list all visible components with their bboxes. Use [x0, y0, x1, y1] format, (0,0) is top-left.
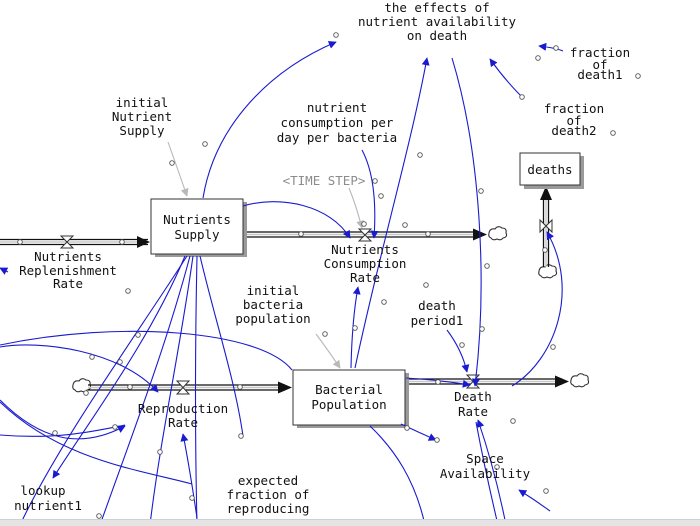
var-label-line: death2 [551, 123, 596, 138]
var-label-line: fraction [544, 101, 604, 116]
var-nutrients-replenishment-rate[interactable]: Nutrients Replenishment Rate [19, 249, 117, 291]
var-label-line: bacteria [243, 297, 303, 312]
var-label-line: on death [407, 28, 467, 43]
var-label-line: nutrient availability [358, 14, 517, 29]
var-fraction-of-death1[interactable]: fraction of death1 [570, 45, 630, 82]
var-death-rate[interactable]: Death Rate [454, 389, 492, 419]
var-label-line: fraction [570, 45, 630, 60]
var-initial-bacteria-population[interactable]: initial bacteria population [235, 283, 310, 326]
stock-label-line: Bacterial [315, 382, 383, 397]
var-label-line: reproducing [227, 501, 310, 516]
var-label-line: day per bacteria [277, 130, 397, 145]
var-label-line: period1 [411, 313, 464, 328]
var-initial-nutrient-supply[interactable]: initial Nutrient Supply [112, 95, 172, 138]
var-label-line: Replenishment [19, 263, 117, 278]
var-label-line: initial [116, 95, 169, 110]
death-pipe [406, 375, 569, 388]
var-effects-nutrient-availability[interactable]: the effects of nutrient availability on … [358, 0, 517, 43]
var-label-line: nutrient1 [14, 498, 82, 513]
var-label-line: of [592, 57, 607, 72]
var-label-line: <TIME STEP> [283, 173, 366, 188]
var-time-step-shadow[interactable]: <TIME STEP> [283, 173, 366, 188]
var-label-line: Rate [350, 270, 380, 285]
var-fraction-of-death2[interactable]: fraction of death2 [544, 101, 604, 138]
stock-label-line: Population [311, 397, 386, 412]
var-label-line: Rate [458, 404, 488, 419]
stock-label-line: Nutrients [163, 212, 231, 227]
connector-dots [17, 32, 641, 519]
var-label-line: consumption per [281, 115, 394, 130]
sink-cloud-death [570, 373, 590, 388]
var-death-period1[interactable]: death period1 [411, 298, 464, 328]
var-label-line: Supply [119, 123, 165, 138]
stock-nutrients-supply[interactable]: Nutrients Supply [150, 198, 247, 257]
var-label-line: lookup [20, 483, 65, 498]
reproduction-pipe [88, 381, 292, 394]
var-label-line: nutrient [307, 100, 367, 115]
var-label-line: of [566, 113, 581, 128]
var-expected-fraction-reproducing[interactable]: expected fraction of reproducing [227, 473, 310, 516]
var-nutrients-consumption-rate[interactable]: Nutrients Consumption Rate [324, 242, 407, 285]
sink-cloud-consumption [488, 226, 508, 241]
stock-label-line: deaths [527, 162, 572, 177]
var-nutrient-consumption-per-day[interactable]: nutrient consumption per day per bacteri… [277, 100, 397, 145]
var-reproduction-rate[interactable]: Reproduction Rate [138, 401, 228, 430]
horizontal-scrollbar[interactable] [0, 519, 700, 526]
var-label-line: the effects of [384, 0, 489, 15]
var-label-line: Reproduction [138, 401, 228, 416]
var-lookup-nutrient1[interactable]: lookup nutrient1 [14, 483, 82, 513]
var-label-line: Availability [440, 466, 531, 481]
valve-reproduction[interactable] [175, 380, 191, 395]
valve-deaths[interactable] [539, 218, 553, 234]
nutrients-replenishment-pipe [0, 236, 150, 248]
causal-links [0, 41, 564, 525]
valve-consumption[interactable] [357, 228, 373, 242]
var-label-line: Space [466, 451, 504, 466]
var-label-line: fraction of [227, 487, 310, 502]
var-label-line: Death [454, 389, 492, 404]
stock-label-line: Supply [174, 227, 220, 242]
source-cloud-deaths [538, 264, 558, 279]
source-cloud-reproduction [72, 378, 92, 393]
var-label-line: Consumption [324, 256, 407, 271]
var-label-line: death1 [577, 67, 622, 82]
var-label-line: population [235, 311, 310, 326]
var-label-line: expected [238, 473, 298, 488]
var-space-availability[interactable]: Space Availability [440, 451, 531, 481]
var-label-line: Nutrients [34, 249, 102, 264]
stock-bacterial-population[interactable]: Bacterial Population [292, 369, 409, 428]
var-label-line: Nutrient [112, 109, 172, 124]
var-label-line: death [418, 298, 456, 313]
var-label-line: Rate [168, 415, 198, 430]
stock-deaths[interactable]: deaths [519, 152, 584, 189]
var-label-line: Nutrients [331, 242, 399, 257]
valve-replenishment[interactable] [59, 235, 75, 249]
var-label-line: Rate [53, 276, 83, 291]
var-label-line: initial [247, 283, 300, 298]
